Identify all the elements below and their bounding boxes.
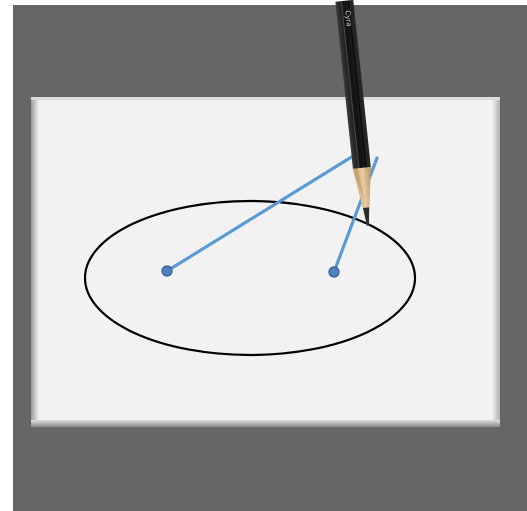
right-focus-pin — [329, 267, 339, 277]
left-focus-pin — [162, 266, 172, 276]
paper-sheet — [31, 97, 500, 427]
pencil-brand-label: Cyra — [343, 10, 353, 27]
